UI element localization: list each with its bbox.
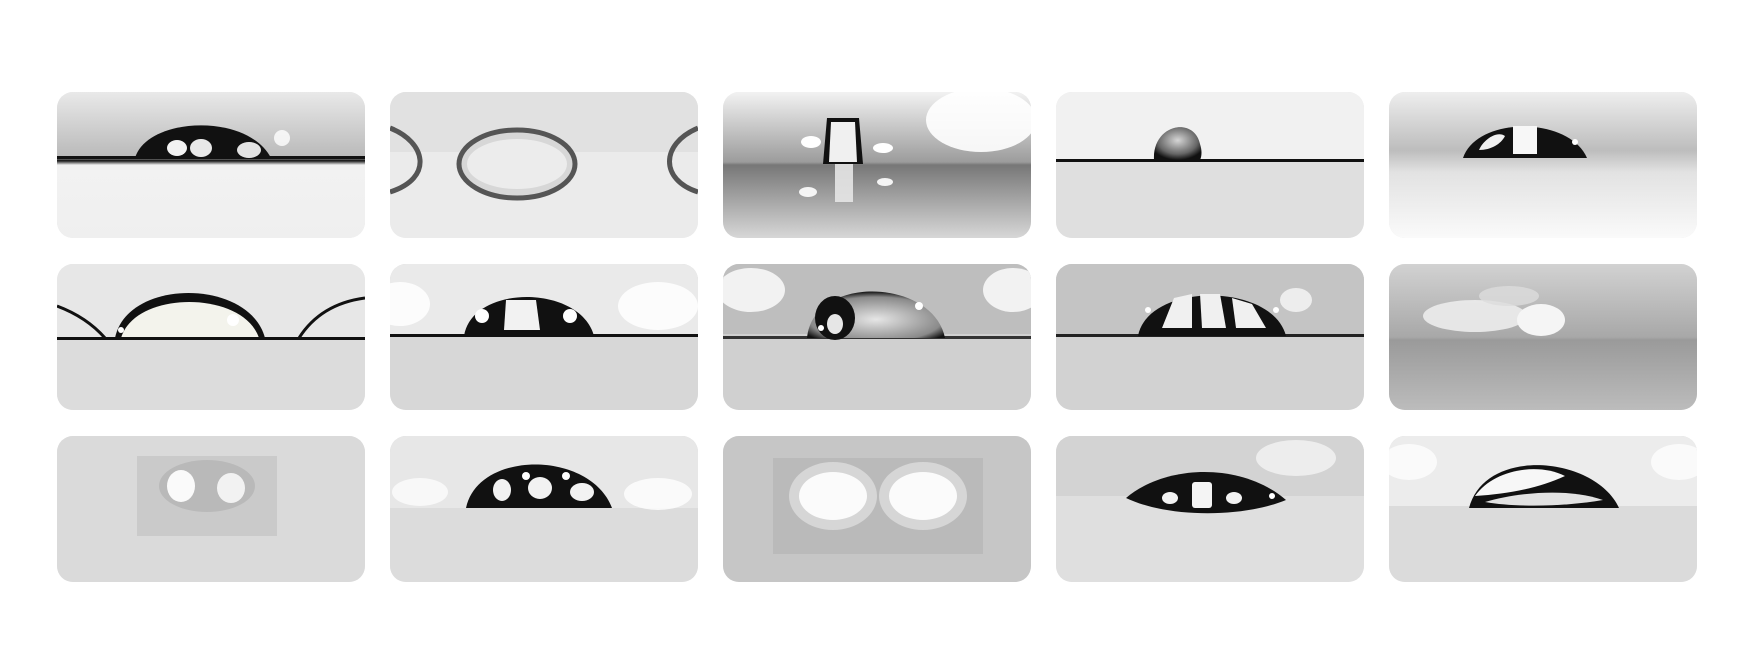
droplet-tile-r2c1 bbox=[57, 264, 365, 410]
droplet-tile-r1c1 bbox=[57, 92, 365, 238]
droplet-tile-r3c5 bbox=[1389, 436, 1697, 582]
droplet-tile-r3c4 bbox=[1056, 436, 1364, 582]
droplet-tile-r2c3 bbox=[723, 264, 1031, 410]
droplet-tile-r1c3 bbox=[723, 92, 1031, 238]
droplet-tile-r3c3 bbox=[723, 436, 1031, 582]
droplet-tile-r1c2 bbox=[390, 92, 698, 238]
droplet-tile-r3c2 bbox=[390, 436, 698, 582]
droplet-tile-r1c5 bbox=[1389, 92, 1697, 238]
droplet-tile-r2c5 bbox=[1389, 264, 1697, 410]
droplet-tile-r3c1 bbox=[57, 436, 365, 582]
droplet-tile-r1c4 bbox=[1056, 92, 1364, 238]
droplet-tile-r2c4 bbox=[1056, 264, 1364, 410]
droplet-tile-r2c2 bbox=[390, 264, 698, 410]
droplet-image-grid bbox=[57, 92, 1697, 582]
